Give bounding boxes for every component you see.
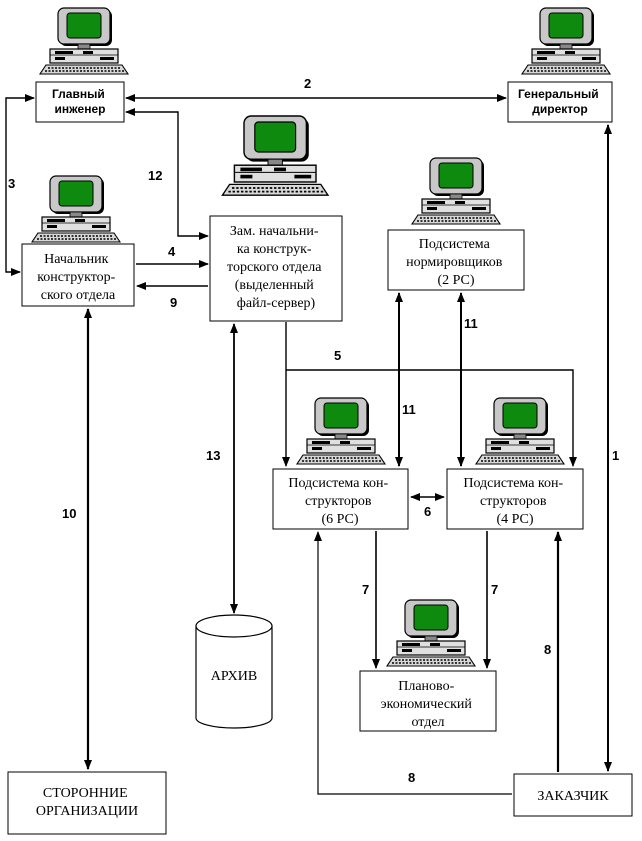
label-planning-dept: Планово- экономический отдел bbox=[381, 679, 476, 730]
box-norm-subsystem[interactable] bbox=[387, 229, 525, 291]
computer-icon-chief-engineer bbox=[39, 7, 129, 75]
computer-icon-norm-subsystem bbox=[411, 157, 501, 225]
box-planning-dept[interactable] bbox=[359, 670, 497, 732]
box-deputy-head-file-server[interactable] bbox=[209, 215, 343, 322]
box-head-design-dept[interactable] bbox=[21, 243, 135, 307]
link-label-2: 2 bbox=[304, 76, 311, 91]
box-designers-4[interactable] bbox=[446, 468, 584, 530]
label-external-orgs: СТОРОННИЕ ОРГАНИЗАЦИИ bbox=[36, 786, 138, 819]
link-3 bbox=[5, 94, 35, 276]
link-label-11a: 11 bbox=[402, 402, 416, 417]
label-designers-4: Подсистема кон- структоров (4 РС) bbox=[463, 476, 566, 527]
computer-icon-designers-6 bbox=[296, 397, 386, 465]
label-archive: АРХИВ bbox=[211, 669, 257, 684]
label-designers-6: Подсистема кон- структоров (6 РС) bbox=[288, 476, 391, 527]
link-label-11b: 11 bbox=[464, 316, 478, 331]
link-label-5: 5 bbox=[334, 348, 341, 363]
link-label-4: 4 bbox=[168, 244, 176, 259]
link-label-3: 3 bbox=[8, 176, 15, 191]
link-5b bbox=[286, 369, 577, 467]
computer-icon-planning-dept bbox=[386, 599, 476, 667]
link-12 bbox=[125, 108, 209, 240]
box-designers-6[interactable] bbox=[272, 468, 409, 530]
box-chief-engineer[interactable] bbox=[35, 81, 125, 123]
link-label-9: 9 bbox=[170, 295, 177, 310]
link-label-8b: 8 bbox=[408, 770, 415, 785]
label-norm-subsystem: Подсистема нормировщиков (2 РС) bbox=[406, 237, 506, 288]
link-label-10: 10 bbox=[62, 506, 76, 521]
box-customer[interactable] bbox=[513, 773, 633, 817]
link-label-6: 6 bbox=[424, 504, 431, 519]
box-external-orgs[interactable] bbox=[7, 771, 167, 835]
connections bbox=[5, 94, 612, 795]
label-general-director: Генеральный директор bbox=[518, 87, 602, 116]
label-head-design-dept: Начальник конструктор- ского отдела bbox=[37, 252, 119, 303]
label-deputy-head: Зам. начальни- ка конструк- торского отд… bbox=[227, 224, 325, 311]
link-label-13: 13 bbox=[206, 448, 220, 463]
link-label-1: 1 bbox=[612, 448, 619, 463]
computer-icon-head-design-dept bbox=[31, 175, 121, 243]
link-8b bbox=[314, 531, 512, 795]
link-label-8a: 8 bbox=[544, 642, 551, 657]
link-label-7b: 7 bbox=[491, 582, 498, 597]
computer-icon-designers-4 bbox=[475, 397, 565, 465]
label-customer: ЗАКАЗЧИК bbox=[537, 789, 609, 804]
computer-icon-general-director bbox=[521, 7, 611, 75]
link-labels: 1 2 3 4 5 6 7 7 8 8 9 10 11 11 12 13 bbox=[8, 76, 619, 785]
link-label-7a: 7 bbox=[362, 582, 369, 597]
box-general-director[interactable] bbox=[507, 81, 613, 123]
label-chief-engineer: Главный инженер bbox=[52, 87, 108, 116]
computer-icon-file-server bbox=[221, 115, 329, 197]
archive-cylinder[interactable] bbox=[195, 614, 273, 729]
link-label-12: 12 bbox=[148, 168, 162, 183]
